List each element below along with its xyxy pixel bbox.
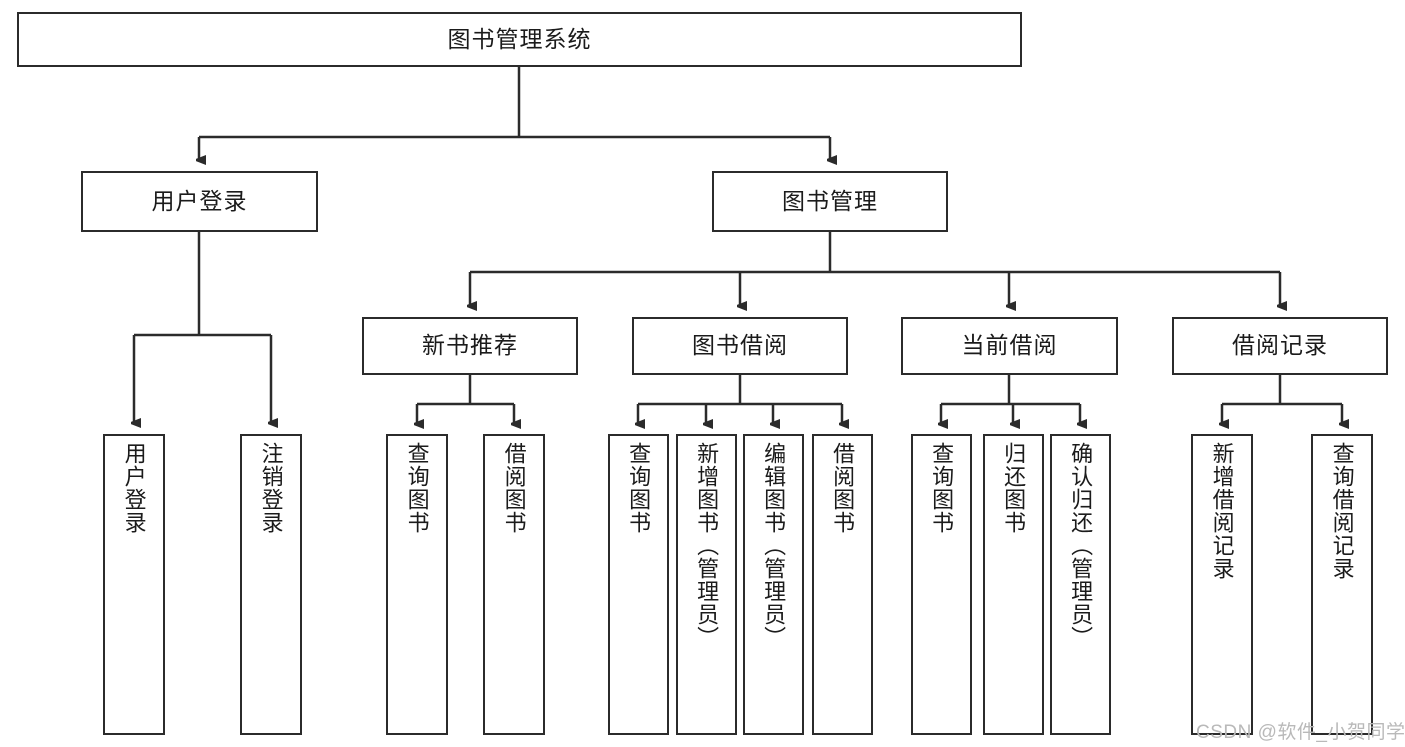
- leaf-node-label: 编辑图书（管理员）: [761, 442, 787, 649]
- leaf-node-label: 确认归还（管理员）: [1068, 442, 1094, 649]
- node-borrow-records-label: 借阅记录: [1232, 332, 1328, 359]
- watermark-credit: CSDN @软件_小贺同学: [1196, 722, 1405, 743]
- node-book-borrow[interactable]: 图书借阅: [632, 317, 848, 375]
- node-current-borrow-label: 当前借阅: [961, 332, 1058, 359]
- leaf-node[interactable]: 新增借阅记录: [1191, 434, 1253, 735]
- leaf-node[interactable]: 查询图书: [608, 434, 669, 735]
- leaf-node[interactable]: 借阅图书: [812, 434, 873, 735]
- leaf-node-label: 查询图书: [404, 442, 430, 534]
- node-user-login-label: 用户登录: [151, 187, 248, 214]
- leaf-node-label: 查询图书: [626, 442, 652, 534]
- leaf-node-label: 查询借阅记录: [1329, 442, 1355, 580]
- leaf-node-label: 归还图书: [1001, 442, 1027, 534]
- leaf-node[interactable]: 用户登录: [103, 434, 165, 735]
- leaf-node-label: 注销登录: [258, 442, 284, 534]
- leaf-node[interactable]: 借阅图书: [483, 434, 545, 735]
- leaf-node[interactable]: 编辑图书（管理员）: [743, 434, 804, 735]
- leaf-node[interactable]: 注销登录: [240, 434, 302, 735]
- node-root-label: 图书管理系统: [447, 25, 592, 52]
- node-book-management[interactable]: 图书管理: [712, 171, 948, 232]
- node-new-book-recommend-label: 新书推荐: [422, 332, 518, 359]
- leaf-node[interactable]: 查询借阅记录: [1311, 434, 1373, 735]
- node-borrow-records[interactable]: 借阅记录: [1172, 317, 1388, 375]
- leaf-node[interactable]: 归还图书: [983, 434, 1044, 735]
- node-user-login[interactable]: 用户登录: [81, 171, 318, 232]
- node-book-borrow-label: 图书借阅: [692, 332, 788, 359]
- leaf-node[interactable]: 查询图书: [911, 434, 972, 735]
- leaf-node-label: 新增借阅记录: [1209, 442, 1235, 580]
- node-book-management-label: 图书管理: [782, 187, 878, 214]
- node-new-book-recommend[interactable]: 新书推荐: [362, 317, 578, 375]
- node-root-system[interactable]: 图书管理系统: [17, 12, 1022, 67]
- leaf-node-label: 借阅图书: [830, 442, 856, 534]
- leaf-node-label: 新增图书（管理员）: [694, 442, 720, 649]
- leaf-node-label: 用户登录: [121, 442, 147, 534]
- leaf-node-label: 借阅图书: [501, 442, 527, 534]
- leaf-node[interactable]: 查询图书: [386, 434, 448, 735]
- node-current-borrow[interactable]: 当前借阅: [901, 317, 1118, 375]
- leaf-node[interactable]: 确认归还（管理员）: [1050, 434, 1111, 735]
- leaf-node[interactable]: 新增图书（管理员）: [676, 434, 737, 735]
- leaf-node-label: 查询图书: [929, 442, 955, 534]
